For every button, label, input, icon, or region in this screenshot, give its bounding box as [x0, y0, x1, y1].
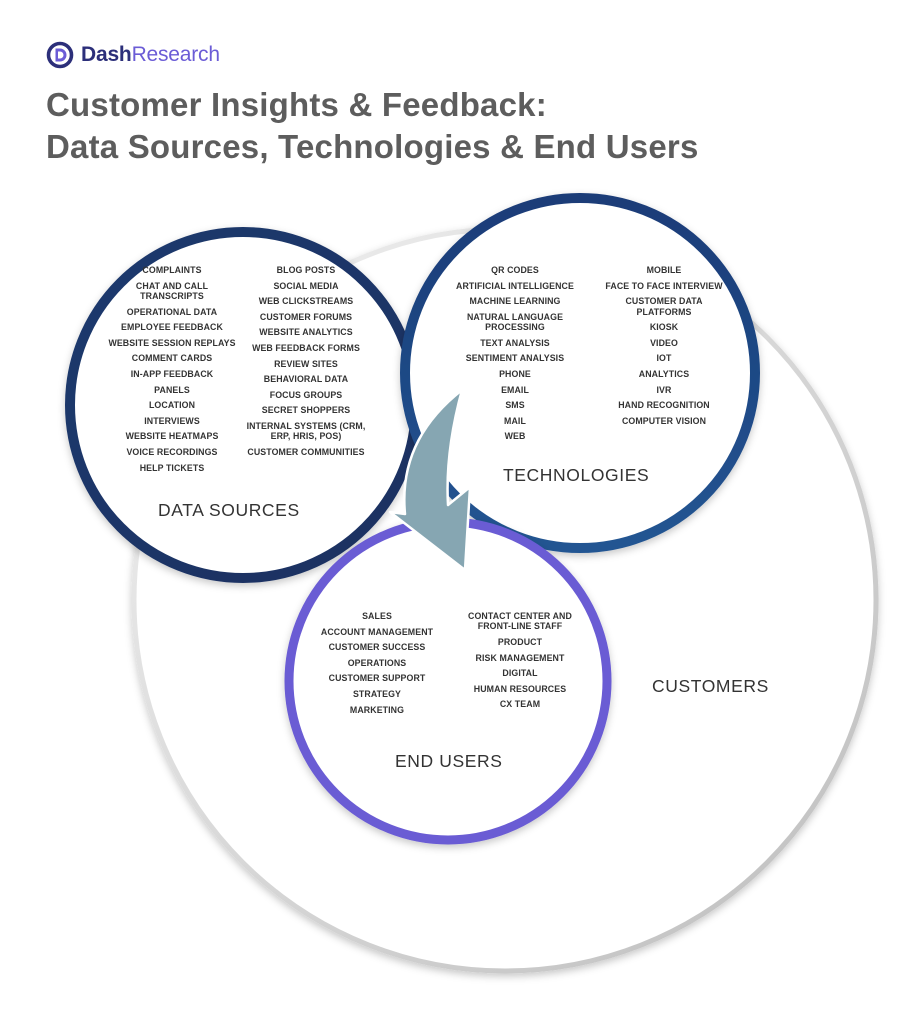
technology-item: MOBILE	[646, 265, 682, 275]
data-source-item: SOCIAL MEDIA	[273, 280, 339, 291]
data-source-item: HELP TICKETS	[139, 462, 205, 473]
technology-item: ARTIFICIAL INTELLIGENCE	[456, 280, 574, 291]
end-user-item: SALES	[362, 611, 392, 621]
end-user-item: OPERATIONS	[347, 657, 407, 668]
brand-name: DashResearch	[81, 43, 220, 67]
data-source-item: IN-APP FEEDBACK	[130, 368, 214, 379]
technology-item: COMPUTER VISION	[621, 415, 707, 426]
end-user-item: HUMAN RESOURCES	[473, 683, 567, 694]
data-source-item: INTERNAL SYSTEMS (CRM, ERP, HRIS, POS)	[246, 420, 366, 442]
end-user-item: CONTACT CENTER AND FRONT-LINE STAFF	[468, 611, 572, 632]
end-user-item: CUSTOMER SUPPORT	[328, 673, 426, 684]
end-users-list-left: SALES ACCOUNT MANAGEMENT CUSTOMER SUCCES…	[316, 611, 438, 720]
data-source-item: WEB CLICKSTREAMS	[258, 296, 354, 307]
end-user-item: CUSTOMER SUCCESS	[328, 642, 426, 653]
end-user-item: ACCOUNT MANAGEMENT	[320, 626, 434, 637]
technology-item: MACHINE LEARNING	[469, 296, 561, 307]
technology-item: ANALYTICS	[638, 368, 690, 379]
title-line-2: Data Sources, Technologies & End Users	[46, 128, 699, 165]
data-sources-list-left: COMPLAINTS CHAT AND CALL TRANSCRIPTS OPE…	[106, 265, 238, 478]
end-users-list-right: CONTACT CENTER AND FRONT-LINE STAFF PROD…	[452, 611, 588, 715]
brand-name-part2: Research	[131, 43, 220, 66]
technology-item: HAND RECOGNITION	[618, 400, 710, 411]
data-source-item: WEB FEEDBACK FORMS	[252, 342, 360, 353]
end-user-item: PRODUCT	[497, 637, 543, 647]
technologies-ring	[400, 193, 760, 553]
dash-research-logo-icon	[46, 41, 74, 69]
technology-item: EMAIL	[501, 384, 529, 395]
brand-name-part1: Dash	[81, 43, 132, 66]
technology-item: VIDEO	[650, 337, 678, 348]
data-source-item: CHAT AND CALL TRANSCRIPTS	[135, 280, 209, 301]
technology-item: KIOSK	[649, 322, 679, 333]
technology-item: WEB	[504, 431, 526, 442]
brand-logo: DashResearch	[45, 38, 220, 72]
data-source-item: CUSTOMER FORUMS	[259, 311, 353, 322]
end-user-item: RISK MANAGEMENT	[475, 652, 565, 663]
end-users-label: END USERS	[395, 751, 503, 771]
technologies-list-left: QR CODES ARTIFICIAL INTELLIGENCE MACHINE…	[452, 265, 578, 447]
technology-item: QR CODES	[491, 265, 539, 275]
technology-item: NATURAL LANGUAGE PROCESSING	[466, 311, 564, 333]
end-user-item: MARKETING	[349, 704, 405, 715]
technology-item: IOT	[656, 353, 672, 364]
technology-item: CUSTOMER DATA PLATFORMS	[625, 296, 703, 317]
title-line-1: Customer Insights & Feedback:	[46, 86, 547, 123]
end-user-item: CX TEAM	[499, 699, 541, 710]
data-source-item: OPERATIONAL DATA	[126, 306, 218, 317]
data-source-item: BLOG POSTS	[276, 265, 336, 275]
technology-item: TEXT ANALYSIS	[480, 337, 550, 348]
technologies-list-right: MOBILE FACE TO FACE INTERVIEW CUSTOMER D…	[602, 265, 726, 431]
data-source-item: BEHAVIORAL DATA	[263, 374, 349, 385]
technology-item: PHONE	[499, 368, 531, 379]
data-source-item: LOCATION	[148, 400, 196, 411]
technology-item: MAIL	[504, 415, 526, 426]
data-source-item: COMPLAINTS	[142, 265, 202, 275]
technologies-label: TECHNOLOGIES	[503, 465, 650, 485]
data-source-item: WEBSITE HEATMAPS	[125, 431, 219, 442]
customers-label: CUSTOMERS	[652, 676, 769, 696]
technology-item: FACE TO FACE INTERVIEW	[605, 280, 723, 291]
data-source-item: VOICE RECORDINGS	[126, 446, 218, 457]
data-source-item: INTERVIEWS	[144, 415, 200, 426]
data-source-item: REVIEW SITES	[274, 358, 338, 369]
data-source-item: EMPLOYEE FEEDBACK	[121, 322, 223, 333]
technology-item: IVR	[656, 384, 672, 395]
data-source-item: FOCUS GROUPS	[269, 389, 343, 400]
data-source-item: PANELS	[154, 384, 190, 395]
technology-item: SENTIMENT ANALYSIS	[465, 353, 565, 364]
data-source-item: COMMENT CARDS	[131, 353, 213, 364]
page-title: Customer Insights & Feedback: Data Sourc…	[46, 84, 699, 168]
data-source-item: CUSTOMER COMMUNITIES	[247, 446, 365, 457]
end-user-item: STRATEGY	[352, 688, 402, 699]
data-sources-list-right: BLOG POSTS SOCIAL MEDIA WEB CLICKSTREAMS…	[246, 265, 366, 463]
data-source-item: WEBSITE ANALYTICS	[259, 327, 353, 338]
technology-item: SMS	[505, 400, 525, 411]
flow-arrow-icon	[388, 388, 472, 572]
data-source-item: WEBSITE SESSION REPLAYS	[108, 337, 236, 348]
data-sources-label: DATA SOURCES	[158, 500, 300, 520]
end-user-item: DIGITAL	[502, 668, 538, 679]
data-source-item: SECRET SHOPPERS	[261, 405, 351, 416]
